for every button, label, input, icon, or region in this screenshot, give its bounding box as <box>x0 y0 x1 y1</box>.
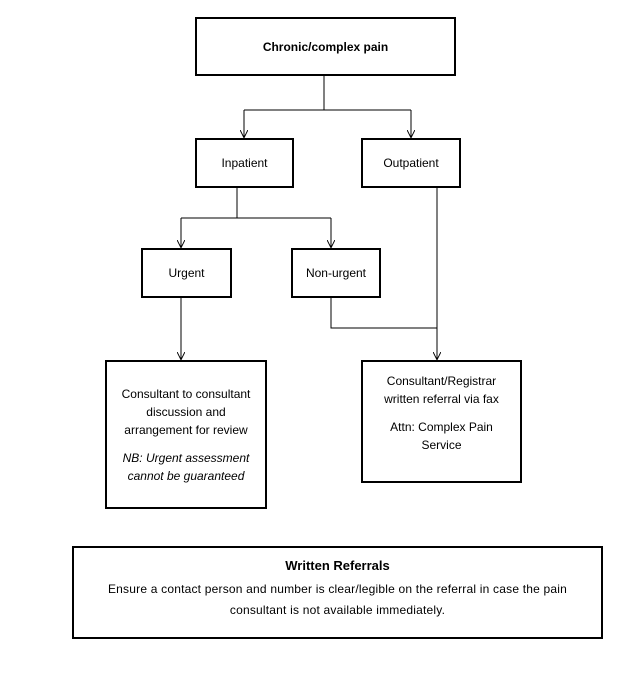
inpatient-box: Inpatient <box>195 138 294 188</box>
urgent-box: Urgent <box>141 248 232 298</box>
attn-label: Attn: Complex Pain Service <box>390 420 493 452</box>
urgent-label: Urgent <box>168 266 205 280</box>
chronic-complex-pain-box: Chronic/complex pain <box>195 17 456 76</box>
registrar-referral-box: Consultant/Registrar written referral vi… <box>361 360 522 483</box>
written-referrals-title: Written Referrals <box>285 558 390 573</box>
inpatient-label: Inpatient <box>221 156 268 170</box>
outpatient-label: Outpatient <box>383 156 439 170</box>
consultant-discussion-label: Consultant to consultant discussion and … <box>121 386 251 437</box>
urgent-assessment-note: NB: Urgent assessment cannot be guarante… <box>122 450 250 483</box>
registrar-referral-label: Consultant/Registrar written referral vi… <box>384 374 499 406</box>
non-urgent-box: Non-urgent <box>291 248 381 298</box>
written-referrals-text: Ensure a contact person and number is cl… <box>107 582 568 617</box>
non-urgent-join <box>330 298 437 329</box>
outpatient-box: Outpatient <box>361 138 461 188</box>
chronic-complex-pain-label: Chronic/complex pain <box>262 39 389 54</box>
non-urgent-label: Non-urgent <box>305 266 367 280</box>
written-referrals-box: Written Referrals Ensure a contact perso… <box>72 546 603 639</box>
consultant-discussion-box: Consultant to consultant discussion and … <box>105 360 267 509</box>
